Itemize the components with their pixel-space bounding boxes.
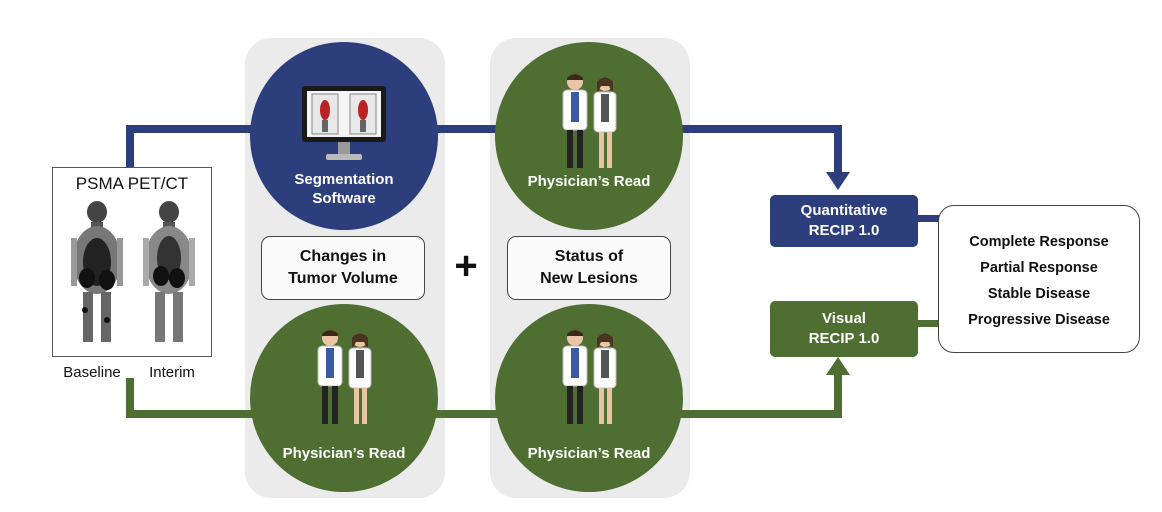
arrow-up-icon	[826, 357, 850, 375]
physician-read-top-node: Physician’s Read	[495, 42, 683, 230]
new-lesions-box: Status of New Lesions	[507, 236, 671, 300]
body-scan-interim-icon	[143, 201, 195, 342]
segmentation-software-node: Segmentation Software	[250, 42, 438, 230]
bottom-path-line-middle	[420, 410, 520, 418]
top-path-line-middle	[420, 125, 520, 133]
physicians-icon	[562, 74, 617, 168]
arrow-down-icon	[826, 172, 850, 190]
physicians-icon	[562, 330, 617, 424]
baseline-label: Baseline	[63, 364, 121, 381]
visual-recip-box: Visual RECIP 1.0	[770, 301, 918, 357]
bottom-path-line-right	[670, 410, 842, 418]
plus-sign: +	[454, 244, 478, 288]
output-connector-top	[916, 215, 944, 222]
physician-read-bottom-left-node: Physician’s Read	[250, 304, 438, 492]
top-path-line-left	[126, 125, 276, 133]
interim-label: Interim	[149, 364, 195, 381]
top-path-line-right	[670, 125, 842, 133]
bottom-path-line-left-vertical	[126, 378, 134, 418]
physician-read-top-label: Physician’s Read	[527, 173, 651, 190]
body-scan-baseline-icon	[71, 201, 123, 342]
quantitative-recip-box: Quantitative RECIP 1.0	[770, 195, 918, 247]
monitor-icon	[302, 86, 386, 160]
response-categories-box: Complete Response Partial Response Stabl…	[938, 205, 1140, 353]
bottom-path-line-up	[834, 372, 842, 418]
physician-read-bottom-left-label: Physician’s Read	[282, 445, 406, 462]
top-path-line-left-vertical	[126, 125, 134, 170]
pet-ct-title: PSMA PET/CT	[75, 174, 189, 193]
output-connector-bottom	[916, 320, 944, 327]
response-stable: Stable Disease	[987, 286, 1091, 302]
segmentation-software-label: Segmentation Software	[294, 171, 394, 207]
physician-read-bottom-right-node: Physician’s Read	[495, 304, 683, 492]
physicians-icon	[317, 330, 372, 424]
response-complete: Complete Response	[969, 234, 1109, 250]
bottom-path-line-left	[126, 410, 276, 418]
response-partial: Partial Response	[980, 260, 1098, 276]
top-path-line-down	[834, 125, 842, 177]
physician-read-bottom-right-label: Physician’s Read	[527, 445, 651, 462]
pet-ct-image: PSMA PET/CT	[52, 167, 212, 357]
response-progressive: Progressive Disease	[968, 312, 1110, 328]
tumor-volume-box: Changes in Tumor Volume	[261, 236, 425, 300]
